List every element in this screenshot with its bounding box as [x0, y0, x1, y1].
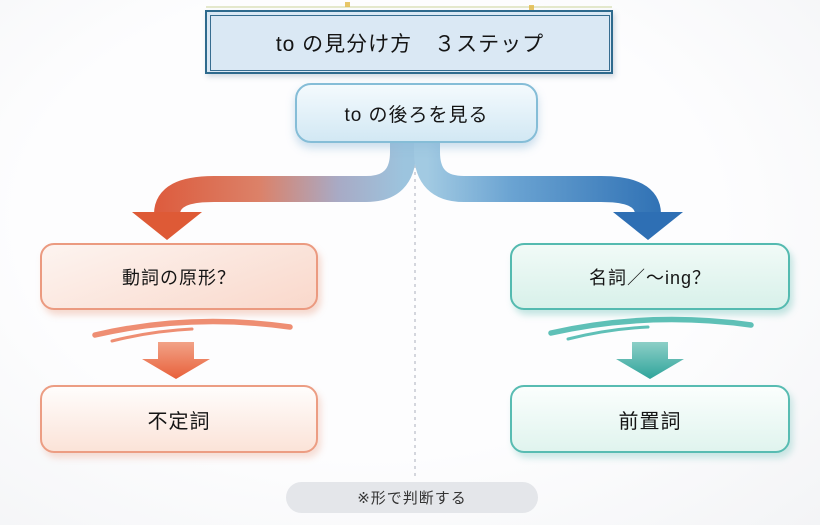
left-question-text: 動詞の原形？ — [122, 267, 236, 288]
left-result-box: 不定詞 — [40, 385, 318, 453]
left-down-arrow — [142, 342, 210, 379]
title-box-inner: to の見分け方 ３ステップ — [210, 15, 610, 71]
footnote-text: ※形で判断する — [357, 490, 467, 507]
selection-handle-artifact — [345, 2, 350, 7]
step1-text: to の後ろを見る — [344, 104, 489, 126]
right-down-arrow — [616, 342, 684, 379]
right-question-box: 名詞／～ing？ — [510, 243, 790, 310]
right-result-box: 前置詞 — [510, 385, 790, 453]
title-box: to の見分け方 ３ステップ — [205, 10, 613, 74]
left-question-box: 動詞の原形？ — [40, 243, 318, 310]
right-swoosh — [548, 316, 754, 341]
right-question-text: 名詞／～ing？ — [588, 267, 712, 288]
left-result-text: 不定詞 — [147, 410, 211, 433]
right-branch-arrow — [414, 140, 683, 240]
footnote-pill: ※形で判断する — [286, 482, 538, 513]
left-branch-arrow — [132, 140, 416, 240]
right-result-text: 前置詞 — [618, 410, 682, 433]
step1-box: to の後ろを見る — [295, 83, 538, 143]
left-swoosh — [92, 318, 293, 343]
title-text: to の見分け方 ３ステップ — [275, 33, 545, 56]
